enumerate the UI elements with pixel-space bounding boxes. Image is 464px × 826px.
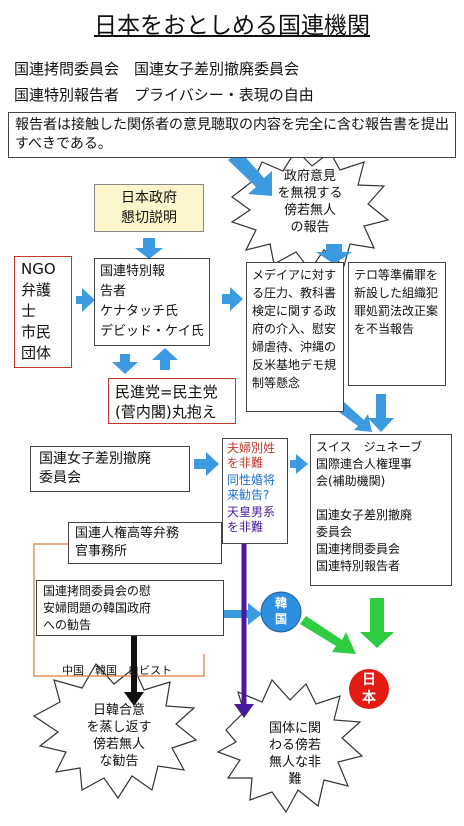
arrow-gov-to-rapporteur: [135, 238, 163, 259]
ngo-box: NGO 弁護 士 市民 団体: [14, 256, 72, 368]
japan-circle: [349, 669, 389, 709]
cedaw-item-emperor: 天皇男系 を非難: [227, 505, 276, 534]
korea-circle: [260, 591, 302, 633]
starburst-left-text: 日韓合意 を蒸し返す 傍若無人 な勧告: [86, 703, 152, 769]
cedaw-items-box: 夫婦別姓 を非難 同性婚将 来勧告? 天皇男系 を非難: [222, 438, 288, 544]
arrow-korea-to-japan: [300, 616, 356, 654]
page-title-text: 日本をおとしめる国連機関: [94, 13, 370, 39]
lobbyist-bracket-line: [33, 543, 205, 677]
cedaw-item-samesex: 同性婚将 来勧告?: [227, 473, 276, 502]
starburst-left-shape: [32, 662, 198, 800]
subtitle-line-1: 国連拷問委員会 国連女子差別撤廃委員会: [14, 60, 300, 78]
arrow-rapporteur-to-media: [222, 287, 243, 311]
arrow-ngo-to-rapporteur: [76, 288, 95, 312]
arrow-starburst-down: [316, 244, 352, 264]
arrow-dpj-to-rapporteur: [152, 348, 178, 370]
dpj-box: 民進党=民主党 (菅内閣)丸抱え: [108, 378, 236, 424]
starburst-right-text: 国体に関 わる傍若 無人な非 難: [268, 721, 321, 787]
cedaw-box: 国連女子差別撤廃 委員会: [30, 446, 190, 492]
geneva-box: スイス ジュネーブ 国際連合人権理事 会(補助機関) 国連女子差別撤廃 委員会 …: [310, 434, 452, 586]
cedaw-item-surname: 夫婦別姓 を非難: [227, 441, 276, 470]
page-title: 日本をおとしめる国連機関: [0, 6, 464, 40]
arrow-cedaw-to-items: [194, 452, 219, 476]
japan-label: 日 本: [362, 672, 376, 706]
cat-recommendation-box: 国連拷問委員会の慰 安婦問題の韓国政府 への勧告: [36, 580, 224, 636]
black-arrowhead: [124, 692, 144, 706]
starburst-top-text: 政府意見 を無視する 傍若無人 の報告: [277, 169, 343, 235]
notice-box: 報告者は接触した関係者の意見聴取の内容を完全に含む報告書を提出すべきである。: [8, 112, 456, 158]
media-concerns-box: メデイアに対する圧力、教科書検定に関する政府の介入、慰安婦虐待、沖縄の反米基地デ…: [246, 262, 344, 412]
subtitle-line-2: 国連特別報告者 プライバシー・表現の自由: [14, 86, 314, 104]
media-concerns-text: メデイアに対する圧力、教科書検定に関する政府の介入、慰安婦虐待、沖縄の反米基地デ…: [252, 268, 337, 390]
green-arrows: [300, 598, 394, 654]
lobbyist-label: 中国 韓国 ロビスト: [62, 664, 172, 677]
purple-arrowhead: [234, 704, 254, 718]
terror-law-box: テロ等準備罪を新設した組織犯罪処罰法改正案を不当報告: [348, 262, 446, 386]
arrow-items-to-geneva: [290, 454, 308, 474]
notice-text: 報告者は接触した関係者の意見聴取の内容を完全に含む報告書を提出すべきである。: [15, 117, 449, 152]
arrow-terror-to-geneva: [368, 394, 394, 432]
starburst-right-shape: [216, 678, 364, 814]
arrow-geneva-to-japan: [360, 598, 394, 648]
japan-government-box: 日本政府 懇切説明: [94, 184, 204, 232]
special-rapporteur-box: 国連特別報 告者 ケナタッチ氏 デビッド・ケイ氏: [94, 258, 210, 346]
ohchr-box: 国連人権高等弁務 官事務所: [68, 522, 222, 564]
terror-law-text: テロ等準備罪を新設した組織犯罪処罰法改正案を不当報告: [354, 268, 439, 336]
arrow-rapporteur-to-dpj: [112, 354, 138, 374]
arrow-media-to-geneva: [336, 402, 372, 432]
arrow-notice-to-starburst: [228, 151, 272, 196]
korea-label: 韓 国: [274, 596, 287, 626]
